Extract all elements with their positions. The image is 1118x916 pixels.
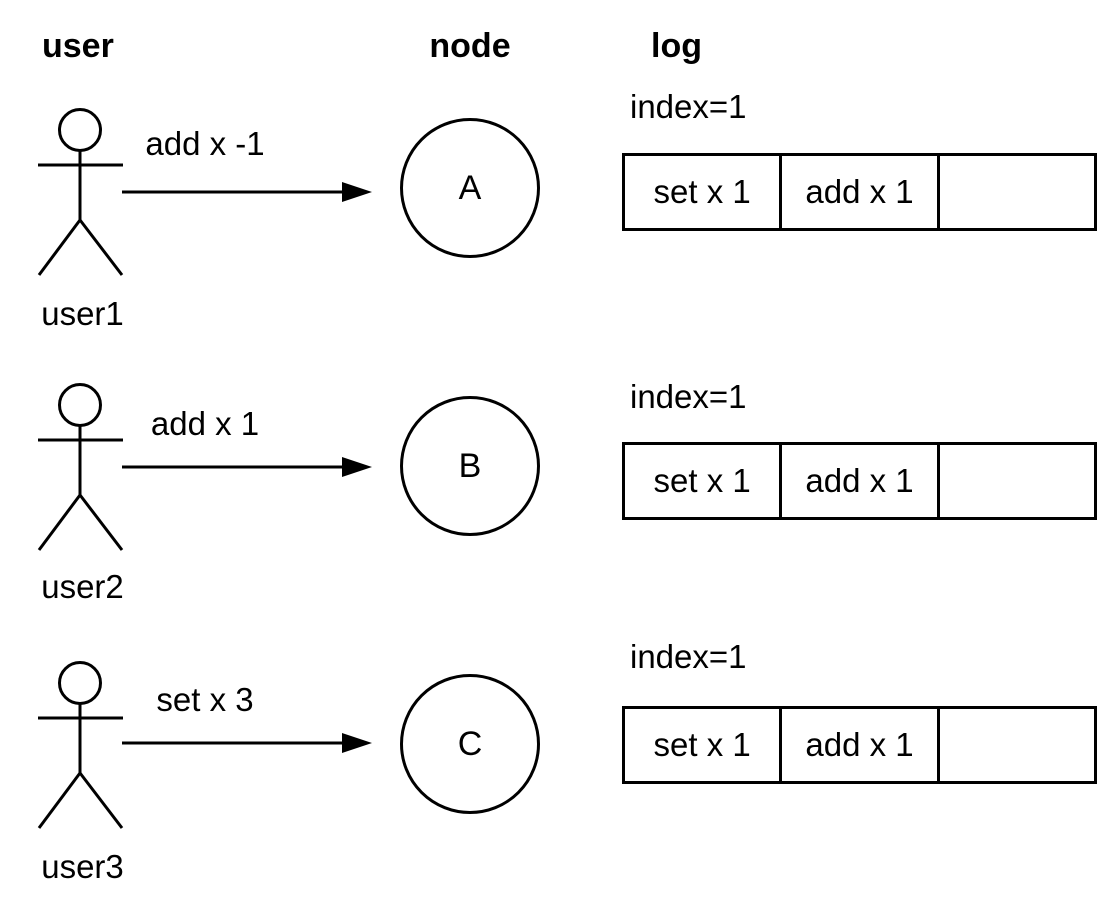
column-header-node: node (429, 27, 511, 65)
right-arrow-icon (122, 182, 372, 202)
node-label: C (457, 724, 483, 763)
log-cell-empty (940, 709, 1094, 781)
actor-label: user2 (41, 568, 124, 605)
log-index-label: index=1 (630, 88, 747, 125)
node-circle: C (400, 674, 540, 814)
node-circle: B (400, 396, 540, 536)
message-label: add x 1 (150, 405, 260, 442)
stick-figure-icon (37, 661, 124, 829)
stick-figure-icon (37, 108, 124, 276)
log-cell: set x 1 (625, 445, 783, 517)
log-cell: set x 1 (625, 156, 783, 228)
log-cell: set x 1 (625, 709, 783, 781)
right-arrow-icon (122, 457, 372, 477)
actor-label: user1 (41, 295, 124, 332)
log-table: set x 1 add x 1 (622, 442, 1097, 520)
log-table: set x 1 add x 1 (622, 153, 1097, 231)
right-arrow-icon (122, 733, 372, 753)
node-label: B (458, 446, 482, 485)
node-label: A (458, 168, 482, 207)
log-index-label: index=1 (630, 638, 747, 675)
message-label: set x 3 (156, 681, 254, 718)
column-header-user: user (42, 27, 114, 65)
log-table: set x 1 add x 1 (622, 706, 1097, 784)
actor-label: user3 (41, 848, 124, 885)
stick-figure-icon (37, 383, 124, 551)
log-index-label: index=1 (630, 378, 747, 415)
log-cell: add x 1 (782, 709, 940, 781)
column-header-log: log (651, 27, 702, 65)
log-cell: add x 1 (782, 156, 940, 228)
message-label: add x -1 (145, 125, 265, 162)
node-circle: A (400, 118, 540, 258)
log-cell: add x 1 (782, 445, 940, 517)
